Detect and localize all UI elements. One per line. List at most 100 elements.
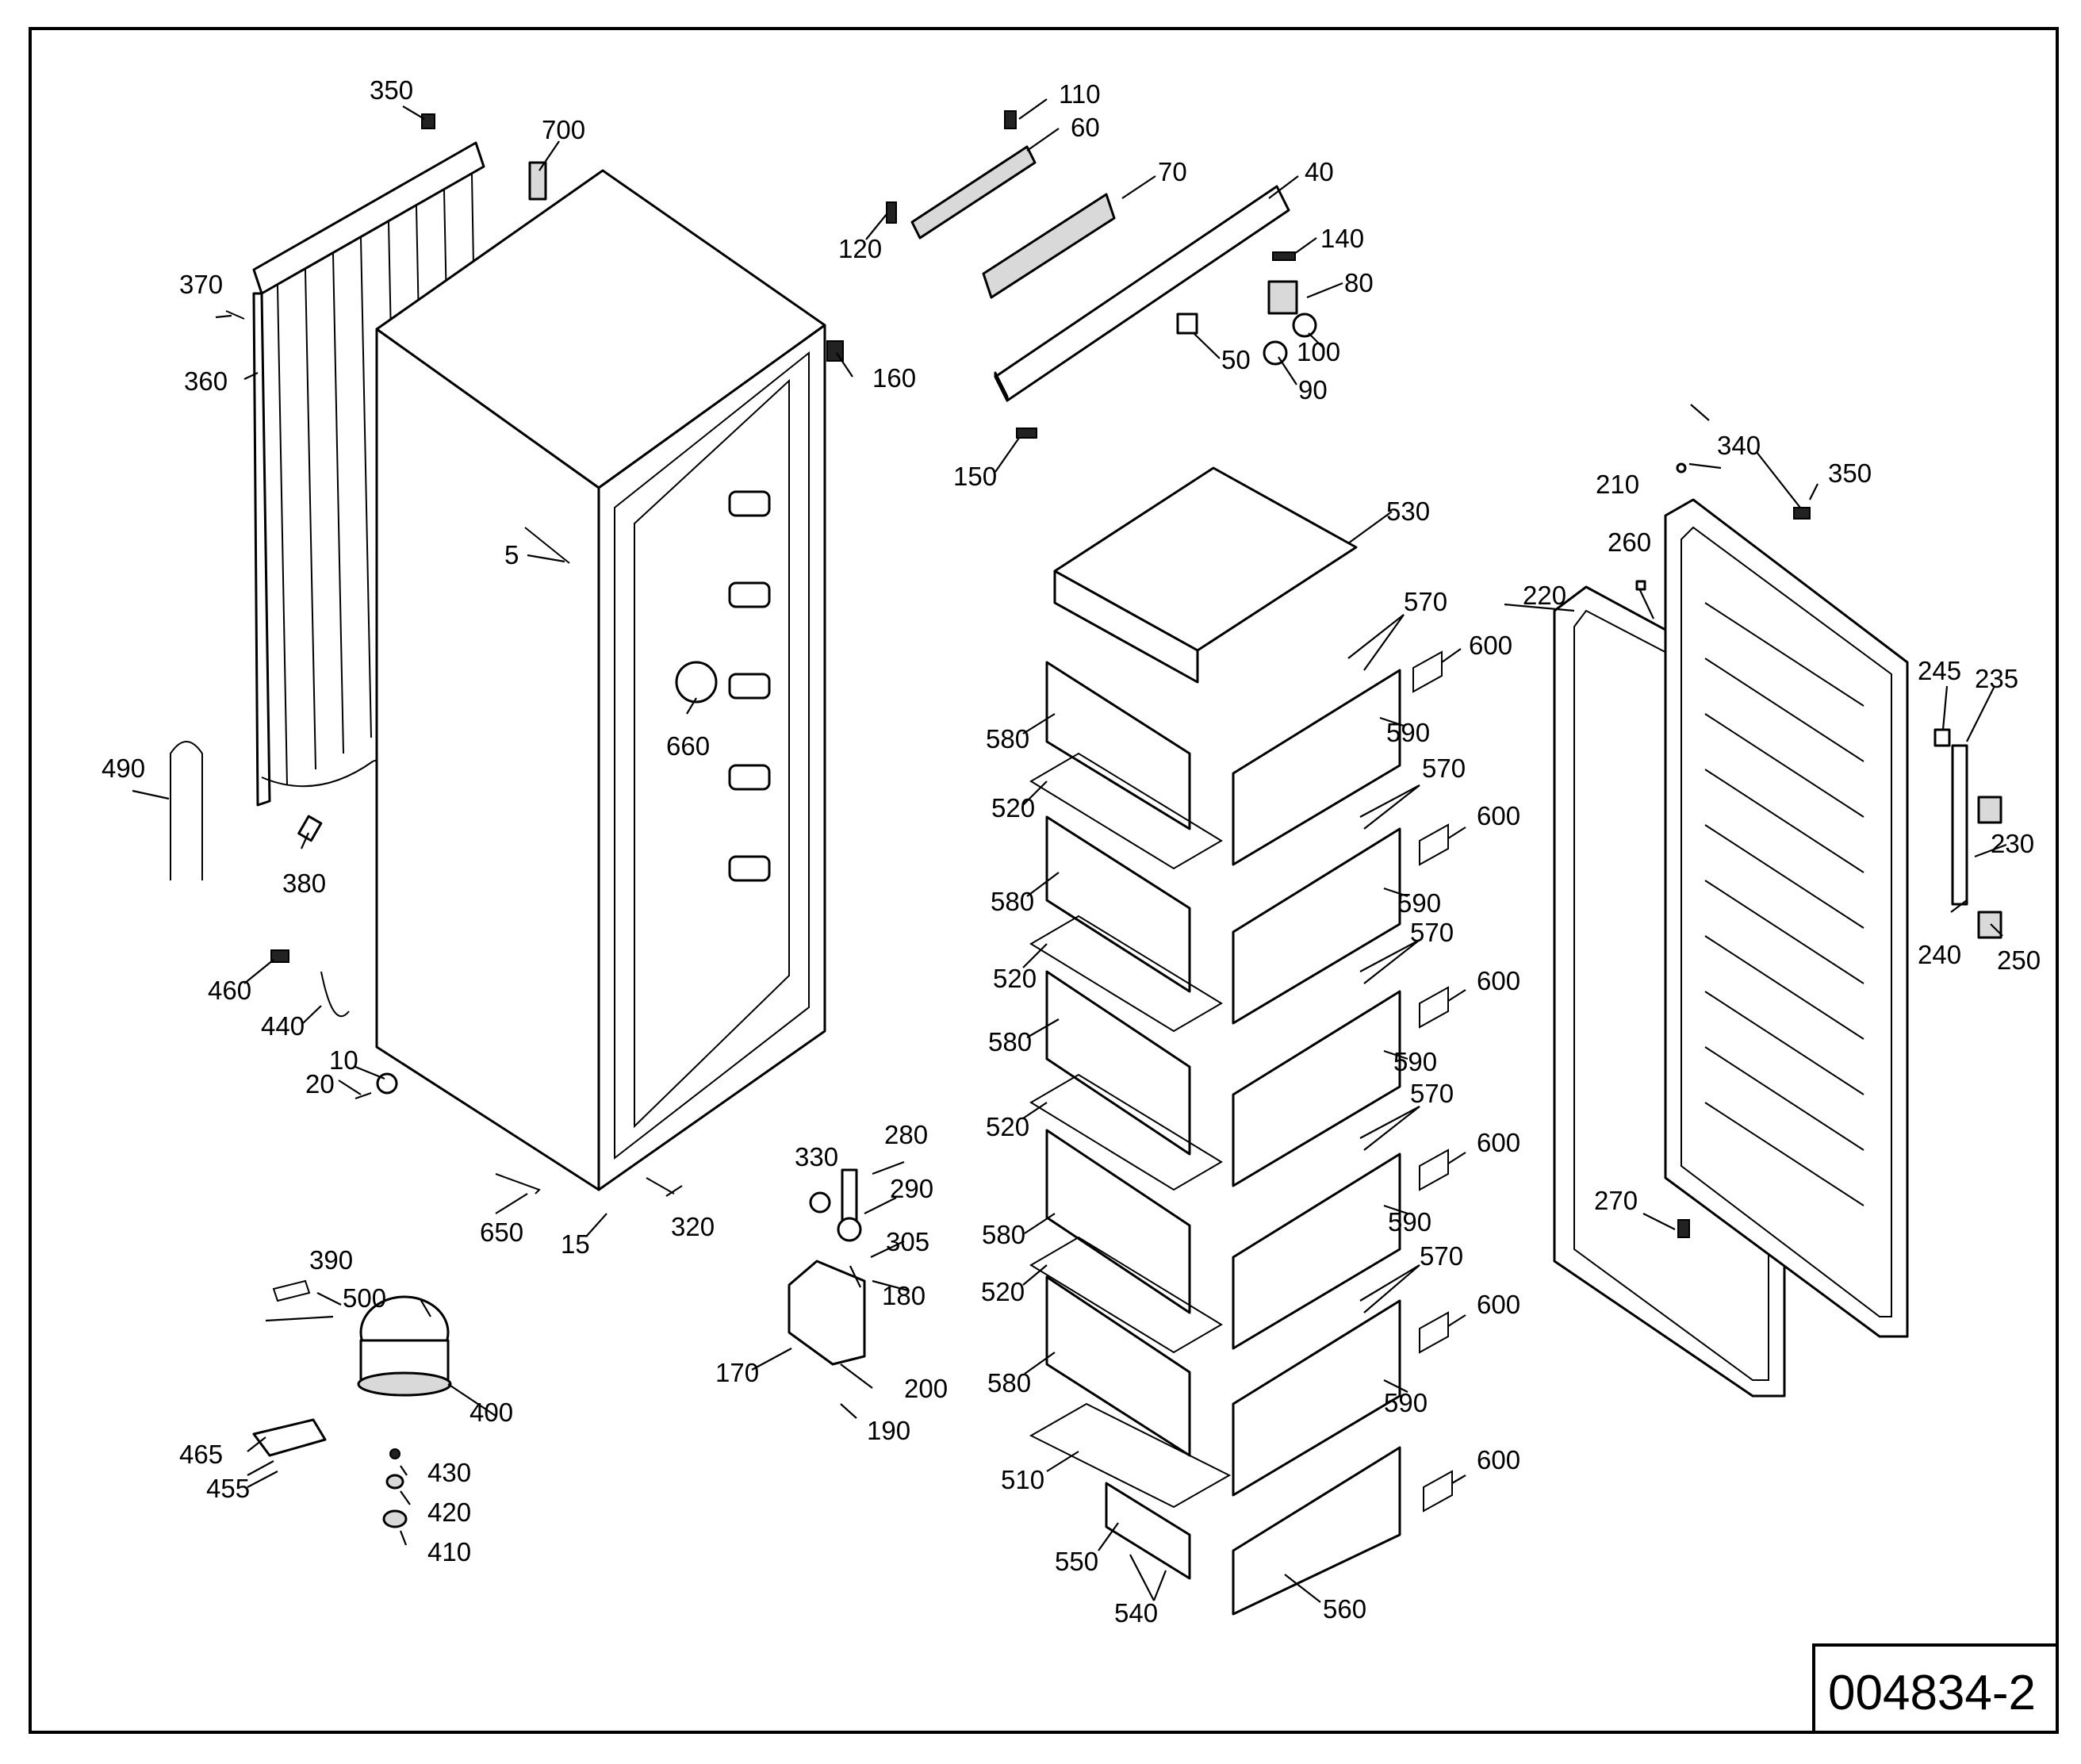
label-430: 430	[427, 1458, 471, 1487]
label-520-4: 520	[981, 1277, 1025, 1306]
label-570-4: 570	[1410, 1079, 1454, 1108]
label-590-2: 590	[1397, 888, 1441, 918]
label-550: 550	[1055, 1547, 1098, 1576]
label-465: 465	[179, 1440, 223, 1469]
freezer-cabinet	[375, 169, 826, 1191]
glass-shelves	[1029, 752, 1232, 1509]
label-350: 350	[370, 75, 413, 105]
label-590-5: 590	[1384, 1388, 1428, 1417]
label-70: 70	[1158, 157, 1187, 186]
label-580-1: 580	[986, 724, 1029, 754]
label-570-5: 570	[1420, 1241, 1463, 1271]
callout-labels: 350 700 370 360 5 160 660 490 380 460 44…	[102, 75, 2041, 1628]
label-320: 320	[671, 1212, 715, 1241]
label-235: 235	[1975, 664, 2018, 693]
label-520-3: 520	[986, 1112, 1029, 1141]
label-290: 290	[890, 1174, 933, 1203]
label-140: 140	[1320, 224, 1364, 253]
drawing-id-box	[1812, 1643, 2059, 1734]
label-190: 190	[867, 1416, 910, 1445]
label-510: 510	[1001, 1465, 1044, 1494]
label-60: 60	[1071, 113, 1100, 142]
label-15: 15	[561, 1229, 590, 1259]
diagram-frame	[29, 27, 2059, 1734]
label-455: 455	[206, 1474, 250, 1503]
label-160: 160	[872, 363, 916, 393]
label-600-1: 600	[1469, 631, 1512, 660]
label-220: 220	[1523, 581, 1566, 610]
label-520-1: 520	[991, 793, 1035, 823]
label-340: 350	[1828, 458, 1872, 488]
label-180: 180	[882, 1281, 926, 1310]
label-440: 440	[261, 1011, 305, 1041]
freezer-door	[1664, 498, 1909, 1338]
drawer-stack	[1029, 466, 1453, 1616]
label-210: 210	[1596, 470, 1639, 499]
label-90: 90	[1298, 375, 1328, 405]
label-410: 410	[427, 1537, 471, 1567]
label-40: 40	[1305, 157, 1334, 186]
label-50: 50	[1221, 345, 1251, 374]
label-80: 80	[1344, 268, 1374, 297]
label-590-3: 590	[1393, 1047, 1437, 1076]
label-540: 540	[1114, 1598, 1158, 1628]
label-520-2: 520	[993, 964, 1037, 993]
label-570-2: 570	[1422, 754, 1466, 783]
drawing-number: 004834-2	[1828, 1666, 2036, 1720]
label-315: 330	[795, 1142, 838, 1172]
label-600-2: 600	[1477, 801, 1520, 830]
label-200: 200	[904, 1374, 948, 1403]
label-420: 420	[427, 1497, 471, 1527]
label-600-6: 600	[1477, 1445, 1520, 1474]
label-5: 5	[504, 540, 519, 569]
label-10: 10	[329, 1045, 358, 1075]
label-250: 250	[1997, 945, 2041, 975]
label-600-4: 600	[1477, 1128, 1520, 1157]
label-305: 305	[886, 1227, 929, 1256]
control-panel-parts	[886, 110, 1317, 439]
label-530: 530	[1386, 497, 1430, 526]
label-580-5: 580	[987, 1368, 1031, 1398]
label-650: 650	[480, 1218, 523, 1247]
label-560: 560	[1323, 1594, 1366, 1624]
bottom-hinge	[788, 1168, 866, 1366]
label-280: 280	[884, 1120, 928, 1149]
label-570-1: 570	[1404, 587, 1447, 616]
label-600-3: 600	[1477, 966, 1520, 995]
label-230: 230	[1991, 829, 2034, 858]
label-330: 340	[1717, 431, 1761, 460]
door-handle	[1951, 744, 2002, 939]
label-370: 370	[179, 270, 223, 299]
label-600-5: 600	[1477, 1290, 1520, 1319]
label-400: 400	[469, 1398, 513, 1427]
label-580-4: 580	[982, 1220, 1025, 1249]
label-245: 245	[1918, 656, 1961, 685]
label-580-3: 580	[988, 1027, 1032, 1056]
label-580-2: 580	[991, 887, 1034, 916]
label-20: 20	[305, 1069, 335, 1099]
label-150: 150	[953, 462, 997, 491]
label-700: 700	[542, 115, 585, 144]
label-570-3: 570	[1410, 918, 1454, 947]
leader-lines	[132, 98, 2007, 1603]
label-170: 170	[715, 1358, 759, 1387]
label-490: 490	[102, 754, 145, 783]
label-590-1: 590	[1386, 718, 1430, 747]
label-460: 460	[208, 976, 251, 1005]
label-100: 100	[1297, 337, 1340, 366]
label-plates	[1412, 650, 1453, 1513]
label-380: 380	[282, 869, 326, 898]
drawers	[1045, 661, 1401, 1616]
label-390: 390	[309, 1245, 353, 1275]
label-660: 660	[666, 731, 710, 761]
label-240: 240	[1918, 940, 1961, 969]
label-590-4: 590	[1388, 1207, 1431, 1237]
label-110: 110	[1059, 79, 1101, 109]
label-500: 500	[343, 1283, 386, 1313]
label-260: 260	[1608, 527, 1651, 557]
label-360: 360	[184, 366, 228, 396]
label-120: 120	[838, 234, 882, 263]
compressor	[252, 1279, 452, 1528]
label-270: 270	[1594, 1186, 1638, 1215]
